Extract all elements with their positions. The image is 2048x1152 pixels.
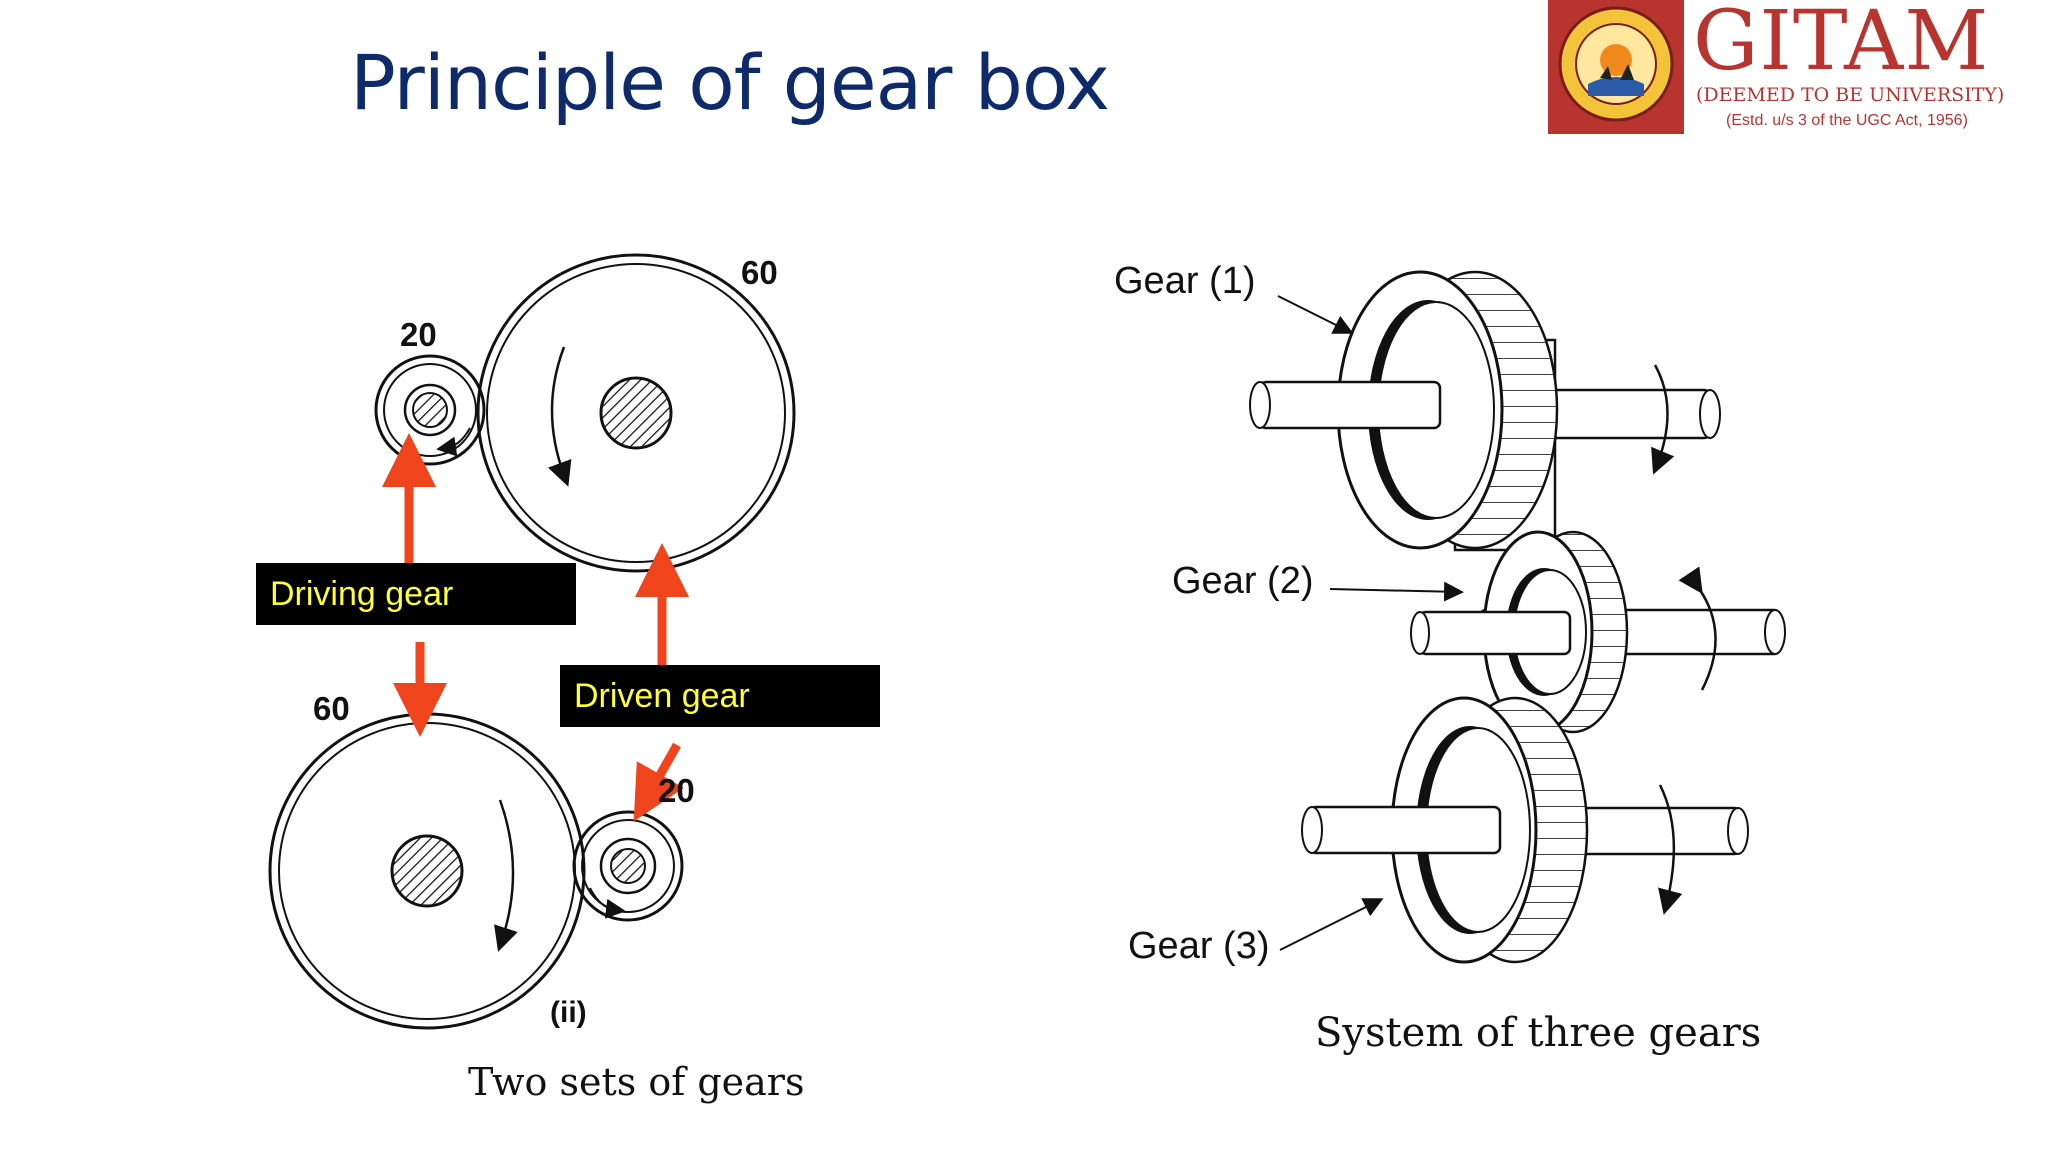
top-large-teeth-count: 60 <box>741 254 778 291</box>
gear-2-label: Gear (2) <box>1172 560 1314 602</box>
gear-3-label: Gear (3) <box>1128 925 1270 967</box>
driving-gear-label: Driving gear <box>256 563 576 625</box>
top-large-gear <box>476 253 796 573</box>
two-sets-of-gears-figure: 60 20 60 20 Driving gear Driven gear (ii… <box>250 170 930 1150</box>
university-seal-icon <box>1548 0 1684 134</box>
gear-2-leader <box>1329 581 1464 602</box>
gear-1-leader <box>1277 295 1354 334</box>
bottom-small-teeth-count: 20 <box>658 772 695 809</box>
gear-1 <box>1249 270 1721 552</box>
gear-3-leader <box>1279 898 1384 951</box>
right-figure-caption: System of three gears <box>1315 1010 1762 1056</box>
figure-sub-label: (ii) <box>550 996 587 1029</box>
gear-3 <box>1301 696 1749 964</box>
gear-1-label: Gear (1) <box>1114 260 1256 302</box>
left-figure-caption: Two sets of gears <box>468 1060 805 1104</box>
university-logo: GITAM (DEEMED TO BE UNIVERSITY) (Estd. u… <box>1548 0 2048 135</box>
driven-gear-label: Driven gear <box>560 665 880 727</box>
logo-wordmark: GITAM <box>1693 0 1990 89</box>
bottom-large-teeth-count: 60 <box>313 690 350 727</box>
top-small-teeth-count: 20 <box>400 316 437 353</box>
logo-subtitle: (DEEMED TO BE UNIVERSITY) <box>1696 84 2005 106</box>
logo-established: (Estd. u/s 3 of the UGC Act, 1956) <box>1726 112 1968 129</box>
bottom-large-gear <box>268 712 586 1030</box>
bottom-small-gear <box>572 810 684 922</box>
driven-gear-arrow-diag <box>633 742 684 822</box>
slide-title: Principle of gear box <box>350 38 1110 127</box>
top-small-gear <box>374 354 486 466</box>
three-gears-figure: Gear (1) Gear (2) Gear (3) System of thr… <box>1114 230 1800 1130</box>
gear-2 <box>1410 530 1786 734</box>
